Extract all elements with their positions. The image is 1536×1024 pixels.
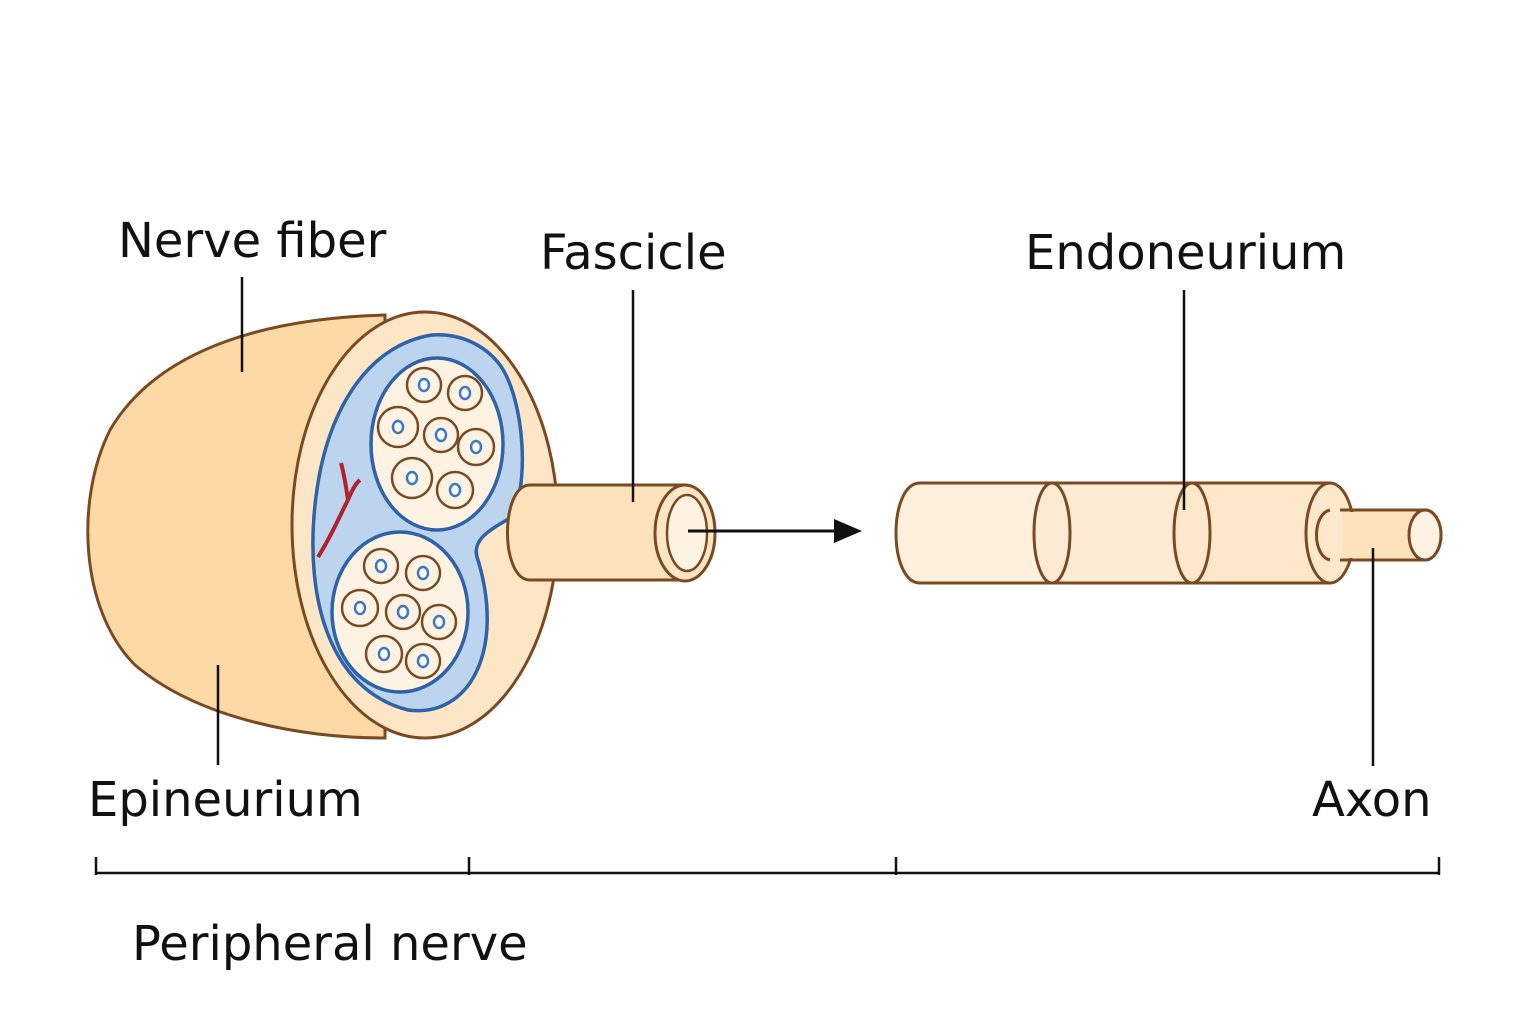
nucleus xyxy=(396,604,410,620)
myelin-segment xyxy=(894,481,1054,585)
leader-lines xyxy=(216,277,1375,766)
peripheral-nerve-bracket xyxy=(94,857,1441,875)
label-axon: Axon xyxy=(1312,772,1432,828)
axon-end-front xyxy=(1407,508,1443,562)
nucleus xyxy=(391,419,405,435)
nerve-cross-section xyxy=(86,310,560,740)
endoneurium-node xyxy=(1032,481,1072,585)
nucleus xyxy=(405,470,419,486)
nucleus xyxy=(416,653,430,669)
label-fascicle: Fascicle xyxy=(540,225,727,281)
arrow xyxy=(688,519,862,543)
nucleus xyxy=(448,482,462,498)
nucleus xyxy=(469,439,483,455)
blood-vessel xyxy=(316,462,362,559)
nucleus xyxy=(417,377,431,393)
nucleus xyxy=(353,600,367,616)
label-peripheral-nerve: Peripheral nerve xyxy=(132,916,528,972)
fascicle-cylinder-inner xyxy=(665,493,709,573)
nerve-fibers-lower xyxy=(340,547,458,680)
nerve-fiber-segment xyxy=(894,481,1443,585)
fascicle-cylinder xyxy=(506,483,717,583)
nucleus xyxy=(434,427,448,443)
nucleus xyxy=(416,565,430,581)
nucleus xyxy=(458,385,472,401)
nucleus xyxy=(377,646,391,662)
myelin-segment xyxy=(1050,481,1194,585)
nucleus xyxy=(432,614,446,630)
fascicle-upper xyxy=(369,356,505,532)
fascicle-cylinder-body xyxy=(506,483,687,582)
nerve-fibers-upper xyxy=(376,366,496,510)
axon-start xyxy=(1340,508,1425,562)
label-endoneurium: Endoneurium xyxy=(1025,225,1346,281)
fascicle-lower xyxy=(330,530,470,694)
nucleus xyxy=(374,558,388,574)
endoneurium-node xyxy=(1172,481,1212,585)
axon-fill-cover xyxy=(1342,512,1424,558)
axon-left-curve xyxy=(1315,508,1331,562)
label-epineurium: Epineurium xyxy=(88,772,363,828)
label-nerve-fiber: Nerve fiber xyxy=(118,213,387,269)
